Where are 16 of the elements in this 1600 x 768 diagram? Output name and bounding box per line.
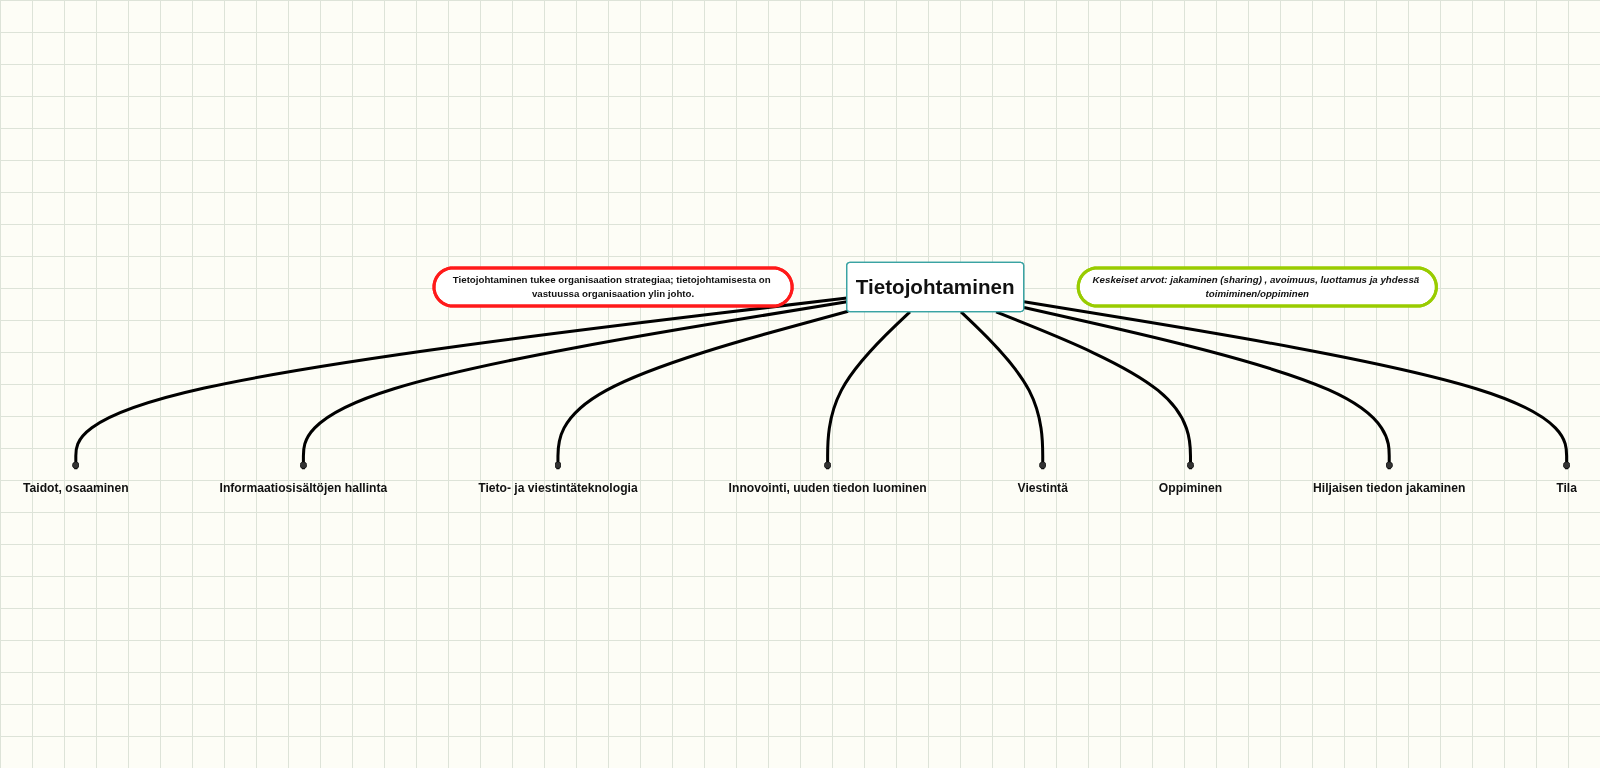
node-text: Oppiminen (1158, 480, 1223, 495)
node-text: Informaatiosisältöjen hallinta (219, 480, 388, 495)
node-text: Tieto- ja viestintäteknologia (478, 480, 638, 495)
connector (959, 310, 1047, 470)
connector (1023, 300, 1571, 470)
node-text: Viestintä (1017, 480, 1068, 495)
connector (823, 310, 911, 470)
node-text: Taidot, osaaminen (23, 480, 129, 495)
node-text: Innovointi, uuden tiedon luominen (728, 480, 927, 495)
connector (72, 296, 848, 470)
connector (554, 309, 849, 470)
connector (995, 310, 1195, 470)
connector (1023, 305, 1393, 470)
node-text: Hiljaisen tiedon jakaminen (1313, 480, 1466, 495)
node-text: Tila (1556, 480, 1577, 495)
connector (299, 300, 848, 470)
